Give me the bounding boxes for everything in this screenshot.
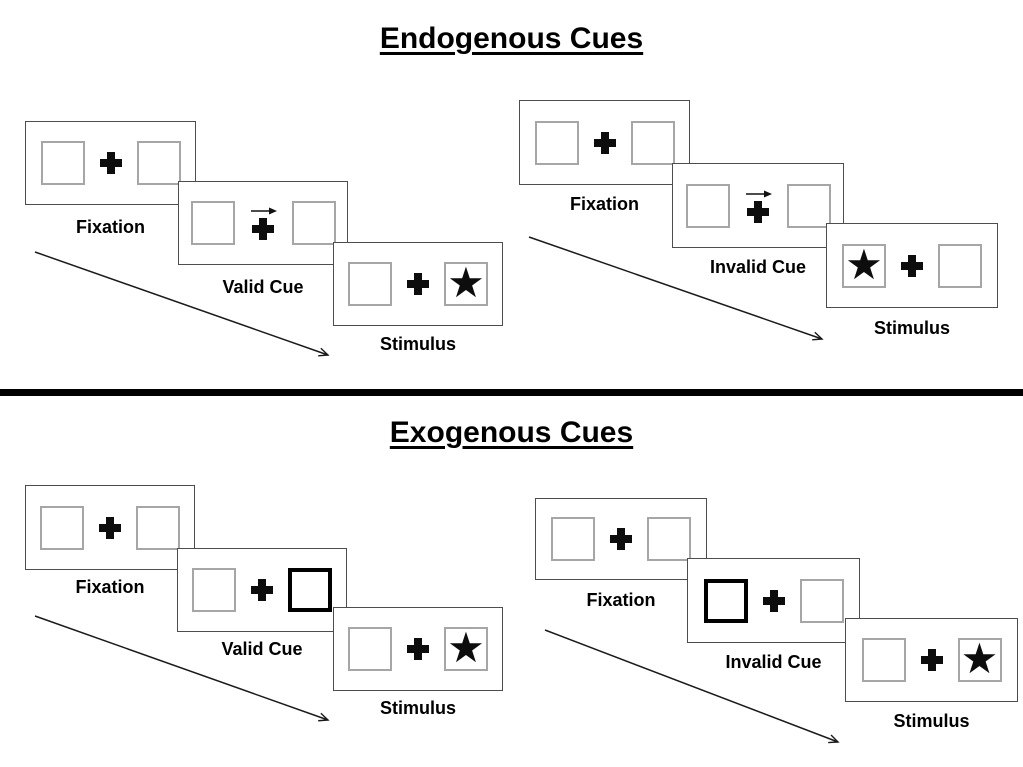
fixation-cross-icon <box>251 579 273 601</box>
fixation-card <box>519 100 690 185</box>
stimulus-label: Stimulus <box>379 334 456 354</box>
fixation-cross-icon <box>407 273 429 295</box>
timeline-arrow-endogenous-invalid <box>528 236 824 341</box>
fixation-label: Fixation <box>75 577 145 597</box>
left-placeholder-box <box>348 262 392 306</box>
fixation-card <box>25 485 195 570</box>
left-placeholder-box <box>192 568 236 612</box>
left-highlighted-cue-box <box>703 578 748 623</box>
stimulus-card: ★ <box>826 223 998 308</box>
right-placeholder-box <box>136 505 180 550</box>
fixation-label: Fixation <box>569 194 639 214</box>
stimulus-card: ★ <box>845 618 1018 702</box>
left-placeholder-box <box>40 505 84 550</box>
right-highlighted-cue-box <box>288 568 332 612</box>
stimulus-label: Stimulus <box>379 698 456 718</box>
left-target-box: ★ <box>842 240 886 288</box>
stimulus-card: ★ <box>333 607 503 691</box>
left-placeholder-box <box>40 141 85 185</box>
right-target-box: ★ <box>444 259 488 306</box>
fixation-cross-icon <box>920 649 943 671</box>
fixation-cross-icon <box>901 254 923 277</box>
invalid-cue-card <box>687 558 860 643</box>
star-stimulus-icon: ★ <box>447 624 485 671</box>
valid-cue-card <box>178 181 348 265</box>
fixation-cross-icon <box>747 200 769 223</box>
left-placeholder-box <box>534 120 579 165</box>
right-placeholder-box <box>136 141 181 185</box>
central-cue-group <box>250 206 277 240</box>
right-placeholder-box <box>786 183 831 228</box>
fixation-cross-icon <box>99 152 122 174</box>
fixation-cross-icon <box>407 638 429 660</box>
left-placeholder-box <box>861 638 906 682</box>
fixation-label: Fixation <box>75 217 145 237</box>
fixation-cross-icon <box>252 218 274 240</box>
exogenous-section-title: Exogenous Cues <box>389 416 634 449</box>
star-stimulus-icon: ★ <box>960 635 999 682</box>
stimulus-card: ★ <box>333 242 503 326</box>
right-placeholder-box <box>630 120 675 165</box>
left-placeholder-box <box>685 183 730 228</box>
cue-label: Valid Cue <box>222 277 304 297</box>
fixation-label: Fixation <box>586 590 656 610</box>
endogenous-section-title: Endogenous Cues <box>379 22 644 55</box>
right-placeholder-box <box>291 201 336 245</box>
right-arrow-cue-icon <box>745 190 772 197</box>
left-placeholder-box <box>551 517 595 561</box>
fixation-cross-icon <box>610 528 632 550</box>
central-cue-group <box>745 189 772 223</box>
timeline-arrow-endogenous-valid <box>34 251 330 357</box>
fixation-card <box>25 121 196 205</box>
right-placeholder-box <box>647 517 691 561</box>
fixation-cross-icon <box>99 516 121 539</box>
fixation-card <box>535 498 707 580</box>
star-stimulus-icon: ★ <box>447 259 485 306</box>
right-placeholder-box <box>799 578 844 623</box>
cue-label: Invalid Cue <box>725 652 822 672</box>
right-target-box: ★ <box>957 635 1002 682</box>
cue-label: Invalid Cue <box>709 257 807 277</box>
right-target-box: ★ <box>444 624 488 671</box>
left-placeholder-box <box>190 201 235 245</box>
right-placeholder-box <box>938 243 982 288</box>
stimulus-label: Stimulus <box>873 318 950 338</box>
left-placeholder-box <box>348 627 392 671</box>
star-stimulus-icon: ★ <box>845 240 883 288</box>
invalid-cue-card <box>672 163 844 248</box>
fixation-cross-icon <box>762 589 785 612</box>
timeline-arrow-exogenous-invalid <box>544 629 840 744</box>
right-arrow-cue-icon <box>250 207 277 215</box>
stimulus-label: Stimulus <box>893 711 970 731</box>
section-divider <box>0 389 1023 396</box>
cue-label: Valid Cue <box>221 639 303 659</box>
timeline-arrow-exogenous-valid <box>34 615 330 722</box>
fixation-cross-icon <box>593 131 616 154</box>
valid-cue-card <box>177 548 347 632</box>
